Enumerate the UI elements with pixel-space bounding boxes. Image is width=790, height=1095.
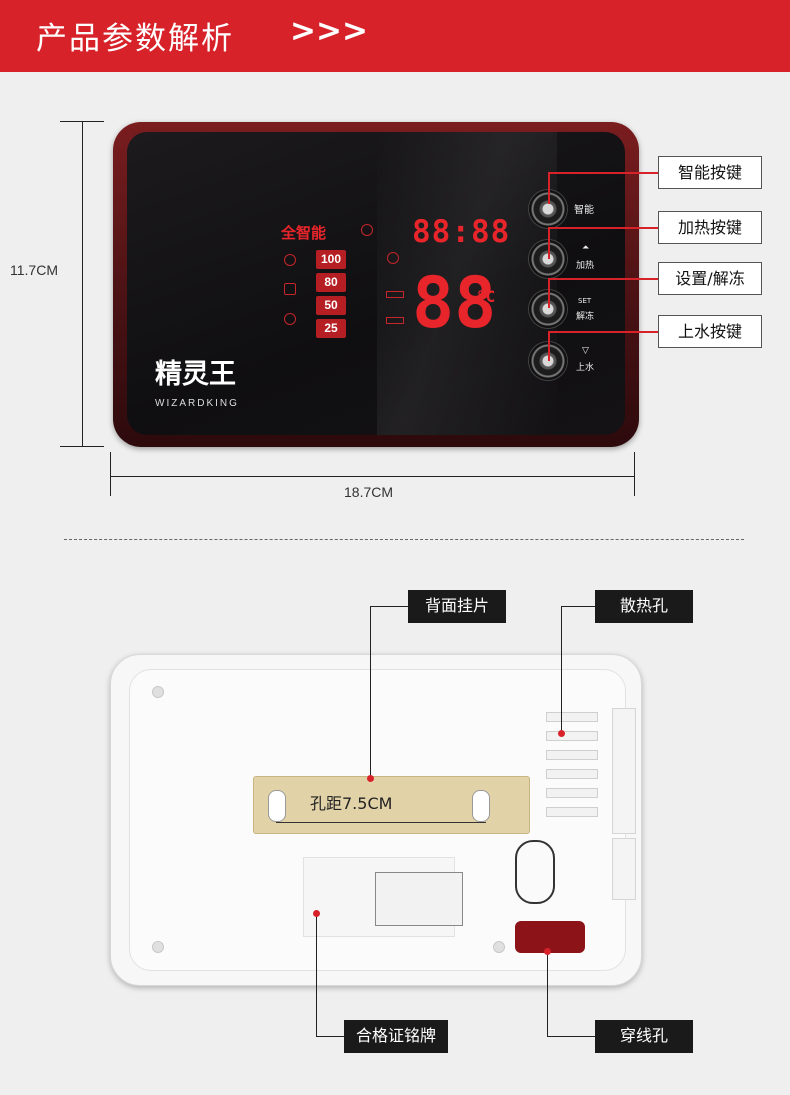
vent-slot	[546, 769, 598, 779]
heating-icon	[284, 313, 296, 325]
width-dim-right-tick	[634, 452, 635, 496]
smart-button-label: 智能	[574, 205, 594, 216]
controller-front-panel	[113, 122, 639, 447]
callout-water-key: 上水按键	[658, 315, 762, 348]
callout-cable-hole: 穿线孔	[595, 1020, 693, 1053]
callout-line-4	[548, 331, 658, 333]
screw-hole-bl	[152, 941, 164, 953]
panel-glass	[127, 132, 625, 435]
temperature-unit: °C	[476, 287, 496, 306]
vent-slot	[546, 750, 598, 760]
brand-logo-en: WIZARDKING	[155, 398, 239, 409]
timer-icon	[284, 254, 296, 266]
temperature-display: 88	[412, 262, 497, 344]
callout-heat-key: 加热按键	[658, 211, 762, 244]
cable-hole-plug	[515, 921, 585, 953]
hole-spacing-label: 孔距7.5CM	[310, 794, 393, 813]
callout-line-2b	[548, 227, 550, 259]
cable-line-h	[547, 1036, 595, 1037]
hanger-line-h	[370, 606, 408, 607]
vent-slot	[546, 788, 598, 798]
level-50: 50	[316, 296, 346, 315]
level-80: 80	[316, 273, 346, 292]
vent-slot	[546, 807, 598, 817]
heat-button-symbol: ⏶	[582, 243, 590, 253]
tap-icon	[284, 283, 296, 295]
section-divider	[64, 539, 744, 540]
nameplate-dot	[313, 910, 320, 917]
nameplate-sticker	[375, 872, 463, 926]
width-dim-label: 18.7CM	[344, 484, 394, 500]
width-dim-left-tick	[110, 452, 111, 496]
callout-line-2	[548, 227, 658, 229]
heater-bar-icon	[386, 291, 404, 298]
height-dim-label: 11.7CM	[10, 262, 58, 278]
callout-line-4b	[548, 331, 550, 361]
callout-hanger: 背面挂片	[408, 590, 506, 623]
nameplate-line-h	[316, 1036, 344, 1037]
level-100: 100	[316, 250, 346, 269]
defrost-button-label: 解冻	[576, 312, 595, 322]
oval-opening	[515, 840, 555, 904]
vents-line-v	[561, 606, 562, 732]
page-title: 产品参数解析	[36, 21, 234, 57]
side-tab-bottom	[612, 838, 636, 900]
pipe-bar-icon	[386, 317, 404, 324]
mode-label: 全智能	[281, 224, 327, 242]
vent-slot	[546, 712, 598, 722]
vents-line-h	[561, 606, 595, 607]
callout-line-1b	[548, 172, 550, 204]
callout-smart-key: 智能按键	[658, 156, 762, 189]
brand-logo-cn: 精灵王	[155, 359, 236, 390]
screw-hole-tl	[152, 686, 164, 698]
hanger-line-v	[370, 606, 371, 778]
cable-dot	[544, 948, 551, 955]
glass-reflection	[377, 132, 557, 435]
heat-button-label: 加热	[576, 261, 595, 271]
screw-hole-br	[493, 941, 505, 953]
side-tab-top	[612, 708, 636, 834]
callout-line-1	[548, 172, 658, 174]
clock-display: 88:88	[412, 214, 511, 250]
set-button-symbol: SET	[578, 297, 592, 305]
vent-slot	[546, 731, 598, 741]
title-arrows: >>>	[290, 13, 368, 49]
callout-set-defrost: 设置/解冻	[658, 262, 762, 295]
hanger-dot	[367, 775, 374, 782]
callout-vents: 散热孔	[595, 590, 693, 623]
water-fill-label: 上水	[576, 363, 595, 373]
smart-icon	[361, 224, 373, 236]
height-dim-line	[82, 121, 83, 447]
water-fill-symbol: ▽	[582, 346, 589, 356]
level-25: 25	[316, 319, 346, 338]
callout-line-3	[548, 278, 658, 280]
vents-dot	[558, 730, 565, 737]
callout-line-3b	[548, 278, 550, 308]
header-banner: 产品参数解析 >>>	[0, 0, 790, 72]
callout-nameplate: 合格证铭牌	[344, 1020, 448, 1053]
hanger-slot-right	[472, 790, 490, 822]
nameplate-line-v	[316, 913, 317, 1036]
width-dim-line	[110, 476, 635, 477]
hole-spacing-line	[276, 822, 486, 823]
hanger-slot-left	[268, 790, 286, 822]
alarm-icon	[387, 252, 399, 264]
cable-line-v	[547, 953, 548, 1036]
